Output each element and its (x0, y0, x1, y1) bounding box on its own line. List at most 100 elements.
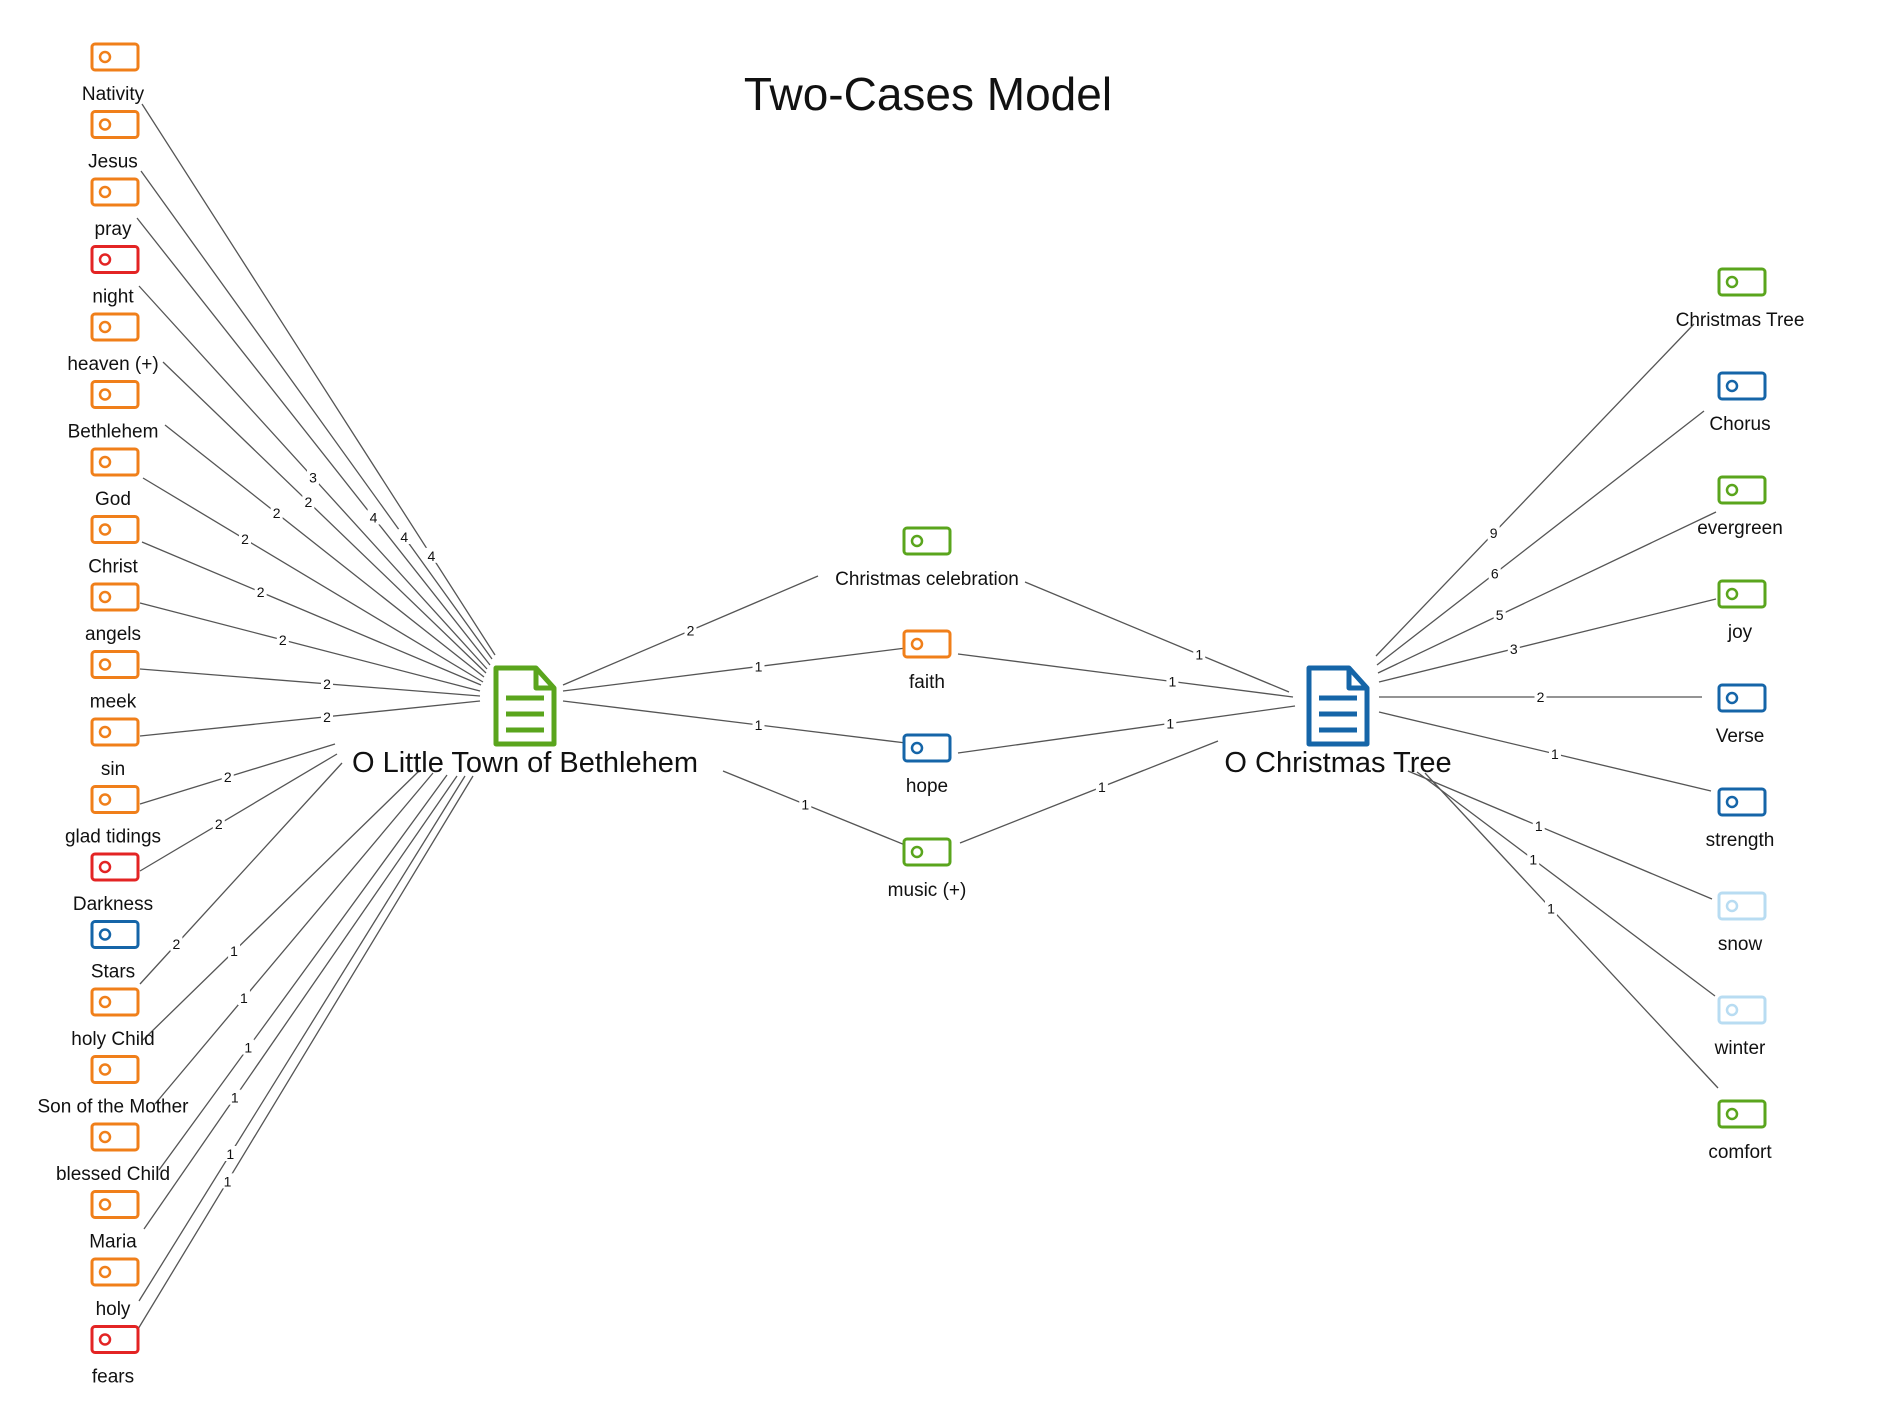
code-snow-edge (1407, 770, 1713, 900)
code-chorus-label: Chorus (1709, 414, 1770, 435)
code-evergreen-weight-bg (1493, 607, 1506, 623)
code-jesus-label: Jesus (88, 152, 138, 173)
code-bethlehem-label: Bethlehem (68, 422, 159, 443)
code-blessed-child-edge (158, 774, 448, 1171)
code-faith-bethlehem-weight: 1 (755, 658, 763, 674)
code-sin-weight-bg (321, 708, 333, 724)
code-darkness-label: Darkness (73, 894, 153, 915)
code-glad-tidings-edge (139, 743, 336, 805)
code-strength-weight-bg (1548, 745, 1561, 761)
code-holy-edge (138, 775, 466, 1302)
code-angels-weight: 2 (279, 632, 287, 648)
code-holy-label: holy (96, 1299, 131, 1320)
code-hope-christmas-tree-weight-bg (1164, 715, 1177, 731)
code-winter-edge (1416, 771, 1716, 997)
code-holy-child-label: holy Child (71, 1029, 154, 1050)
nodes-layer: O Little Town of Bethlehem O Christmas Tr… (37, 42, 1805, 1388)
code-maria-weight-bg (228, 1089, 241, 1105)
code-holy-child-tag-icon (90, 987, 140, 1017)
code-music-bethlehem-weight-bg (799, 796, 812, 812)
code-jesus-weight-bg (398, 529, 411, 544)
code-heaven-edge (162, 361, 487, 674)
code-glad-tidings-weight-bg (221, 769, 234, 784)
code-christ-edge (141, 541, 482, 686)
code-hope-christmas-tree-weight: 1 (1166, 715, 1174, 731)
code-holy-weight-bg (224, 1146, 237, 1161)
code-hope-bethlehem-weight: 1 (755, 717, 763, 733)
code-maria-edge (143, 775, 458, 1230)
code-maria-weight: 1 (231, 1090, 239, 1106)
code-holy-weight: 1 (226, 1146, 234, 1162)
code-evergreen-label: evergreen (1697, 518, 1783, 539)
code-angels-tag-icon (90, 582, 140, 612)
code-pray-label: pray (95, 219, 132, 240)
code-christmas-celebration-christmas-tree-edge (1024, 581, 1290, 693)
code-chorus-edge (1376, 410, 1705, 666)
code-glad-tidings-label: glad tidings (65, 827, 161, 848)
code-hope-label: hope (906, 776, 948, 797)
code-maria-tag-icon (90, 1190, 140, 1219)
code-god-weight-bg (239, 531, 251, 547)
code-joy-label: joy (1727, 622, 1753, 643)
code-holy-child-weight-bg (228, 943, 241, 959)
code-hope-christmas-tree-edge (957, 705, 1296, 754)
code-stars-weight: 2 (172, 936, 180, 952)
code-hope-bethlehem-weight-bg (752, 716, 765, 732)
code-glad-tidings-tag-icon (90, 785, 140, 814)
code-son-of-the-mother-weight: 1 (240, 990, 248, 1006)
code-faith-tag-icon (902, 629, 952, 659)
code-winter-tag-icon (1717, 995, 1767, 1025)
code-fears-label: fears (92, 1367, 134, 1388)
code-comfort-weight: 1 (1547, 900, 1555, 916)
code-joy-tag-icon (1717, 579, 1767, 609)
code-darkness-weight: 2 (215, 816, 223, 832)
code-stars-weight-bg (170, 936, 183, 952)
code-strength-tag-icon (1717, 787, 1767, 817)
code-chorus-weight: 6 (1491, 566, 1499, 582)
code-christmas-tree-label: Christmas Tree (1676, 310, 1805, 331)
code-chorus-weight-bg (1488, 565, 1501, 581)
code-hope-bethlehem-edge (562, 700, 907, 744)
code-night-tag-icon (90, 245, 140, 274)
code-meek-tag-icon (90, 650, 140, 679)
code-snow-tag-icon (1717, 891, 1767, 921)
code-fears-weight: 1 (224, 1173, 232, 1189)
code-christ-weight-bg (254, 584, 267, 600)
code-christmas-celebration-bethlehem-weight-bg (684, 622, 697, 638)
code-night-weight-bg (307, 469, 319, 485)
code-fears-edge (131, 775, 474, 1340)
code-joy-weight-bg (1507, 640, 1520, 656)
document-christmas-tree-label: O Christmas Tree (1224, 747, 1451, 779)
code-blessed-child-label: blessed Child (56, 1164, 170, 1185)
document-christmas-tree-document-icon (1306, 665, 1370, 747)
code-fears-weight-bg (221, 1173, 234, 1189)
code-son-of-the-mother-weight-bg (237, 990, 250, 1006)
code-meek-edge (139, 668, 481, 697)
code-stars-label: Stars (91, 962, 135, 983)
code-sin-weight: 2 (323, 709, 331, 725)
code-comfort-label: comfort (1708, 1142, 1772, 1163)
edges-layer (131, 103, 1719, 1340)
code-god-label: God (95, 489, 131, 510)
code-blessed-child-tag-icon (90, 1122, 140, 1152)
code-winter-label: winter (1714, 1038, 1766, 1059)
code-night-weight: 3 (309, 470, 317, 486)
code-son-of-the-mother-label: Son of the Mother (37, 1097, 189, 1118)
code-fears-tag-icon (90, 1325, 140, 1354)
code-strength-weight: 1 (1551, 746, 1559, 762)
code-music-bethlehem-edge (722, 770, 911, 848)
code-faith-label: faith (909, 672, 945, 693)
code-jesus-edge (140, 170, 493, 660)
code-god-weight: 2 (241, 531, 249, 547)
code-holy-child-edge (142, 770, 420, 1041)
code-son-of-the-mother-edge (154, 772, 434, 1105)
code-evergreen-tag-icon (1717, 475, 1767, 505)
document-bethlehem-label: O Little Town of Bethlehem (352, 747, 698, 779)
code-joy-edge (1378, 598, 1717, 683)
code-bethlehem-edge (164, 424, 485, 678)
code-angels-label: angels (85, 624, 141, 645)
code-christmas-celebration-label: Christmas celebration (835, 569, 1019, 590)
code-sin-tag-icon (90, 717, 140, 747)
code-bethlehem-weight-bg (270, 505, 283, 521)
code-comfort-tag-icon (1717, 1099, 1767, 1129)
